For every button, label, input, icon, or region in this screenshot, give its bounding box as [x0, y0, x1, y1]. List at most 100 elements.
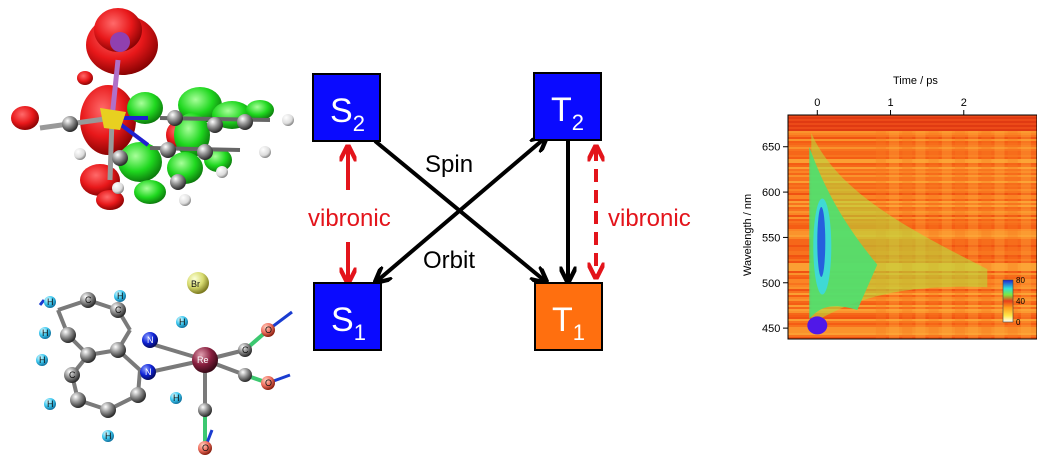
state-t1-sub: 1: [573, 320, 585, 345]
carbon-atom: [238, 343, 252, 357]
heatmap-row: [788, 311, 1037, 313]
heatmap-row: [788, 321, 1037, 323]
heatmap-row: [788, 205, 1037, 207]
heatmap-column: [928, 131, 939, 339]
atom-label: H: [179, 317, 186, 327]
heatmap-row: [788, 293, 1037, 295]
heatmap-row: [788, 117, 1037, 119]
heatmap-row: [788, 299, 1037, 301]
svg-text:S1: S1: [331, 301, 366, 345]
heatmap-row: [788, 201, 1037, 203]
hydrogen-atom: [44, 296, 56, 308]
heatmap-row: [788, 221, 1037, 223]
heatmap-row: [788, 127, 1037, 129]
atom-label: Re: [197, 355, 209, 365]
heatmap-row: [788, 177, 1037, 179]
heatmap-row: [788, 119, 1037, 121]
heatmap-row: [788, 181, 1037, 183]
heatmap-column: [981, 131, 992, 339]
heatmap-row: [788, 225, 1037, 227]
heatmap-row: [788, 309, 1037, 311]
colorbar-tick-label: 40: [1016, 297, 1025, 306]
heatmap-row: [788, 135, 1037, 137]
heatmap-row: [788, 143, 1037, 145]
carbon-atom: [110, 302, 126, 318]
heatmap-row: [788, 133, 1037, 135]
rhenium-atom: [192, 347, 218, 373]
isc-arrow-t2-s1: [377, 138, 545, 281]
hydrogen-atom: [282, 114, 294, 126]
heatmap-row: [788, 167, 1037, 169]
heatmap-row: [788, 301, 1037, 303]
heatmap-frame: [787, 114, 1037, 340]
heatmap-row: [788, 317, 1037, 319]
atom-label: H: [42, 328, 49, 338]
heatmap-row: [788, 125, 1037, 127]
molecule-vibration-image: Br Re N N C C C C O O O H H H H: [36, 272, 293, 455]
heatmap-row: [788, 337, 1037, 339]
heatmap-row: [788, 305, 1037, 307]
heatmap-row: [788, 211, 1037, 213]
heatmap-row: [788, 121, 1037, 123]
heatmap-row: [788, 333, 1037, 335]
colorbar-tick-label: 0: [1016, 318, 1021, 327]
carbon-atom: [60, 327, 76, 343]
label-vibronic-right: vibronic: [608, 205, 691, 232]
state-t1: T1: [534, 282, 603, 351]
colorbar-tick-label: 80: [1016, 276, 1025, 285]
heatmap-row: [788, 171, 1037, 173]
heatmap-row: [788, 175, 1037, 177]
orbital-lobe-green: [246, 100, 274, 120]
oxygen-atom: [261, 376, 275, 390]
carbon-atom: [110, 342, 126, 358]
heatmap-row: [788, 159, 1037, 161]
heatmap-row: [788, 209, 1037, 211]
heatmap-column: [1007, 131, 1018, 339]
orbital-lobe-red: [96, 190, 124, 210]
heatmap-row: [788, 203, 1037, 205]
atom-label: N: [145, 367, 152, 377]
x-tick-label: 2: [961, 97, 967, 109]
heatmap-row: [788, 323, 1037, 325]
orbital-lobe-red: [11, 106, 39, 130]
x-axis-label: Time / ps: [893, 75, 938, 87]
hydrogen-atom: [179, 194, 191, 206]
heatmap-row: [788, 123, 1037, 125]
heatmap-row: [788, 217, 1037, 219]
heatmap-row: [788, 295, 1037, 297]
heatmap-row: [788, 193, 1037, 195]
heatmap-row: [788, 183, 1037, 185]
heatmap-row: [788, 163, 1037, 165]
carbon-atom: [80, 347, 96, 363]
heatmap-row: [788, 187, 1037, 189]
atom-label: O: [202, 443, 209, 453]
label-spin: Spin: [425, 151, 473, 178]
heatmap-row: [788, 145, 1037, 147]
orbital-lobe-green: [134, 180, 166, 204]
heatmap-row: [788, 195, 1037, 197]
heatmap-row: [788, 131, 1037, 133]
oxygen-atom: [261, 323, 275, 337]
heatmap-row: [788, 155, 1037, 157]
state-t2-sub: 2: [572, 110, 584, 135]
heatmap-row: [788, 151, 1037, 153]
hydrogen-atom: [216, 166, 228, 178]
heatmap-row: [788, 207, 1037, 209]
carbon-atom: [64, 367, 80, 383]
heatmap-row: [788, 173, 1037, 175]
state-s2: S2: [312, 73, 381, 142]
state-t2: T2: [533, 72, 602, 141]
heatmap-column: [968, 131, 979, 339]
hydrogen-atom: [102, 430, 114, 442]
atom-label: H: [47, 297, 54, 307]
hydrogen-atom: [74, 148, 86, 160]
hydrogen-atom: [112, 182, 124, 194]
x-tick-label: 1: [888, 97, 894, 109]
heatmap-row: [788, 307, 1037, 309]
carbon-atom: [170, 174, 186, 190]
heatmap-row: [788, 215, 1037, 217]
hydrogen-atom: [170, 392, 182, 404]
